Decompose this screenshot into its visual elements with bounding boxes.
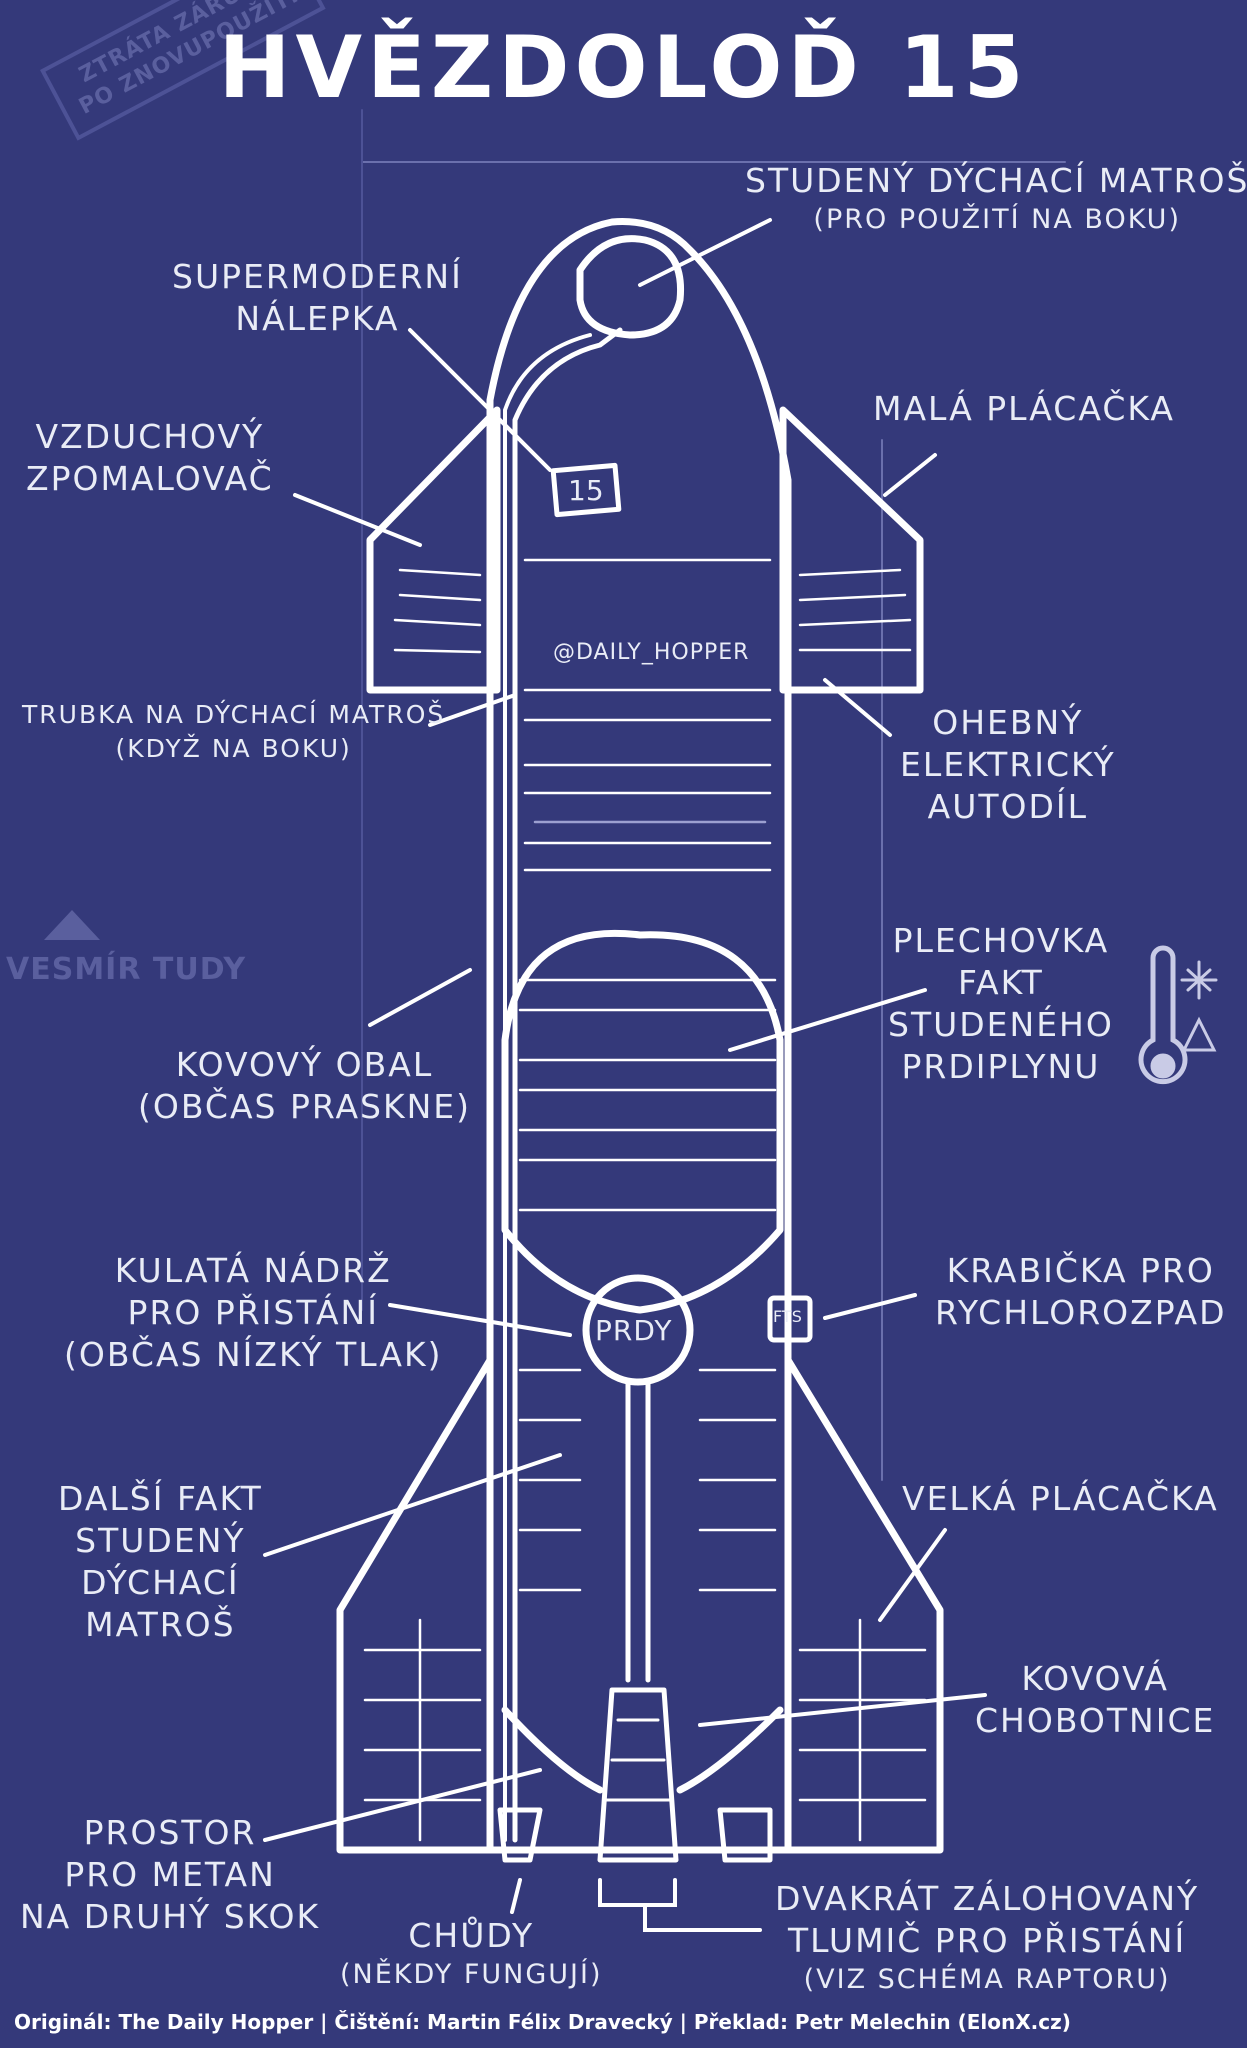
label-line: OHEBNÝ [932,703,1084,742]
label-damper: DVAKRÁT ZÁLOHOVANÝ TLUMIČ PRO PŘISTÁNÍ (… [775,1878,1199,1998]
label-line: KOVOVÁ [1021,1659,1169,1698]
forward-flap-left [366,406,501,694]
up-arrow-icon [44,910,100,940]
label-line: ZPOMALOVAČ [26,459,274,498]
nose-tank [576,235,685,339]
label-line: PLECHOVKA [892,921,1110,960]
label-sticker: SUPERMODERNÍ NÁLEPKA [172,256,463,340]
landing-leg-right [717,1807,773,1863]
decal-box [550,462,622,518]
label-legs: CHŮDY (NĚKDY FUNGUJÍ) [340,1915,603,1993]
label-cold-gas-top: STUDENÝ DÝCHACÍ MATROŠ (PRO POUŽITÍ NA B… [745,160,1247,238]
label-line: PRDIPLYNU [901,1047,1101,1086]
label-line: KRABIČKA PRO [946,1251,1215,1290]
header-tank [582,1274,694,1386]
label-line: STUDENÝ [75,1521,246,1560]
label-line: CHOBOTNICE [975,1701,1216,1740]
label-air-brake: VZDUCHOVÝ ZPOMALOVAČ [26,416,274,500]
handle-text: @DAILY_HOPPER [553,640,750,665]
label-small-flap: MALÁ PLÁCAČKA [873,388,1175,430]
label-electric-part: OHEBNÝ ELEKTRICKÝ AUTODÍL [900,702,1116,828]
leader-legs [510,1878,522,1914]
leader-octopus [698,1693,987,1727]
engines-text: PRDY [595,1314,673,1347]
leader-more-cold [263,1453,562,1557]
lower-tank-dome [501,1706,784,1794]
aft-flap-right [784,1356,944,1854]
label-tube: TRUBKA NA DÝCHACÍ MATROŠ (KDYŽ NA BOKU) [22,698,445,766]
gas-tube [512,327,623,1843]
leader-tube [428,693,517,727]
label-line: RYCHLOROZPAD [935,1293,1227,1332]
leader-air-brake [293,493,422,547]
label-line: SUPERMODERNÍ [172,257,463,296]
label-line: DVAKRÁT ZÁLOHOVANÝ [775,1879,1200,1918]
credits-footer: Originál: The Daily Hopper | Čištění: Ma… [14,2010,1071,2034]
fuselage-outline [486,218,792,1854]
decal-number: 15 [568,474,604,507]
label-shell: KOVOVÝ OBAL (OBČAS PRASKNE) [138,1044,471,1128]
label-line: MATROŠ [85,1605,236,1644]
label-line: DÝCHACÍ [81,1563,240,1602]
leader-damper [598,1878,762,1932]
label-line: TRUBKA NA DÝCHACÍ MATROŠ [22,700,446,729]
fts-text: FTS [773,1307,802,1326]
label-line: DALŠÍ FAKT [58,1479,263,1518]
label-line: NÁLEPKA [235,299,400,338]
leader-big-flap [878,1528,947,1622]
label-sub: (NĚKDY FUNGUJÍ) [340,1959,603,1990]
label-line: KULATÁ NÁDRŽ [114,1251,392,1290]
label-line: NA DRUHÝ SKOK [20,1897,321,1936]
label-round-tank: KULATÁ NÁDRŽ PRO PŘISTÁNÍ (OBČAS NÍZKÝ T… [64,1250,443,1376]
leader-methane [263,1768,542,1842]
page-title: HVĚZDOLOĎ 15 [218,18,1029,118]
label-line: (KDYŽ NA BOKU) [115,734,352,763]
leader-electric [823,678,892,737]
label-line: PRO METAN [64,1855,276,1894]
label-can: PLECHOVKA FAKT STUDENÉHO PRDIPLYNU [888,920,1114,1088]
forward-flap-right [779,406,924,694]
label-line: PRO PŘISTÁNÍ [127,1293,379,1332]
label-sub: (VIZ SCHÉMA RAPTORU) [803,1964,1171,1995]
label-line: KOVOVÝ OBAL [175,1045,434,1084]
label-line: PROSTOR [83,1813,257,1852]
label-line: STUDENÉHO [888,1005,1114,1044]
leader-small-flap [883,453,937,497]
label-line: VZDUCHOVÝ [35,417,265,456]
label-line: AUTODÍL [927,787,1089,826]
label-line: FAKT [958,963,1044,1002]
leader-cold-gas-top [638,218,772,287]
leader-sticker [408,328,552,472]
label-line: VELKÁ PLÁCAČKA [902,1479,1219,1518]
upper-tank [501,929,784,1314]
engine-bell [597,1687,679,1863]
label-line: STUDENÝ DÝCHACÍ MATROŠ [745,161,1247,200]
label-line: (OBČAS PRASKNE) [138,1087,472,1126]
fts-box [767,1295,813,1343]
label-line: CHŮDY [408,1916,535,1955]
leader-can [728,988,927,1052]
label-fts-box: KRABIČKA PRO RYCHLOROZPAD [935,1250,1227,1334]
label-octopus: KOVOVÁ CHOBOTNICE [975,1658,1215,1742]
leader-fts [823,1293,917,1320]
thermometer-icon [1138,945,1218,1085]
label-big-flap: VELKÁ PLÁCAČKA [902,1478,1219,1520]
leader-shell [368,968,472,1027]
landing-leg-left [497,1807,543,1863]
aft-flap-left [336,1356,494,1854]
label-line: ELEKTRICKÝ [900,745,1116,784]
label-sub: (PRO POUŽITÍ NA BOKU) [813,204,1181,235]
label-methane: PROSTOR PRO METAN NA DRUHÝ SKOK [20,1812,320,1938]
label-line: MALÁ PLÁCAČKA [873,389,1176,428]
leader-round-tank [388,1303,572,1337]
space-this-way-text: VESMÍR TUDY [6,952,247,987]
label-line: TLUMIČ PRO PŘISTÁNÍ [788,1921,1187,1960]
label-more-cold: DALŠÍ FAKT STUDENÝ DÝCHACÍ MATROŠ [58,1478,263,1646]
label-line: (OBČAS NÍZKÝ TLAK) [64,1335,443,1374]
